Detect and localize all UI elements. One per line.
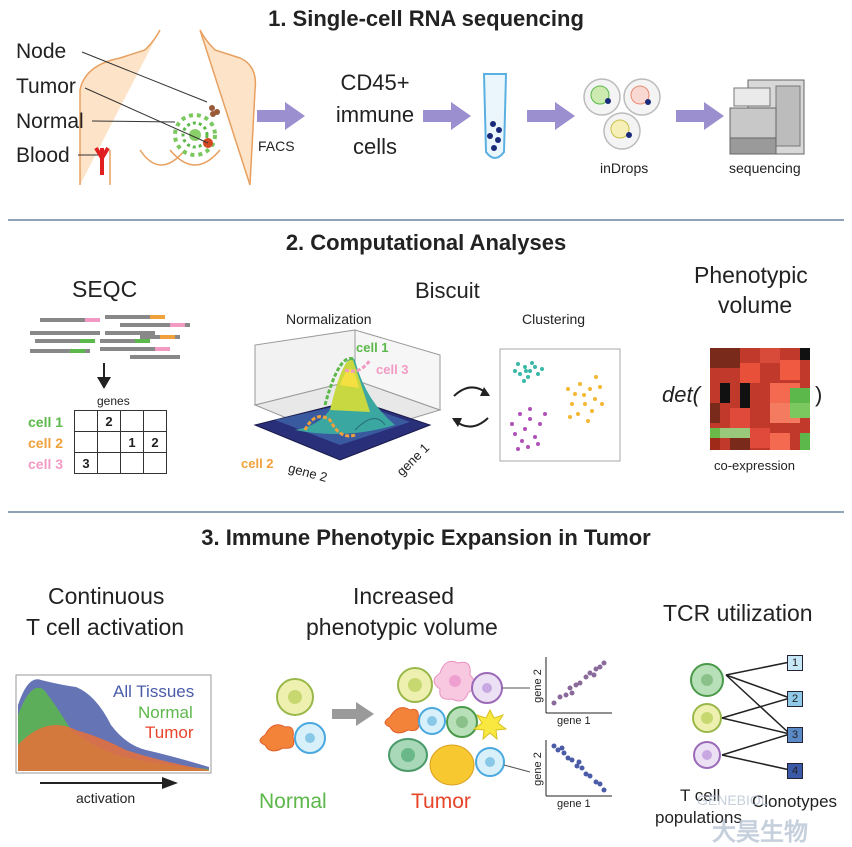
cd45-line1: CD45+ xyxy=(340,70,410,95)
label-normal: Normal xyxy=(16,110,84,133)
arrow-icon xyxy=(676,102,724,130)
det-open: det( xyxy=(662,382,700,407)
tcr-network xyxy=(690,661,791,771)
phenotypic-volume-label: phenotypic volume xyxy=(306,614,498,640)
cd45-line3: cells xyxy=(352,134,397,159)
watermark-text: GENEBIOL xyxy=(697,792,769,808)
clustering-label: Clustering xyxy=(522,311,586,327)
positive-scatter-plot xyxy=(545,657,612,714)
continuous-label: Continuous xyxy=(48,583,165,609)
cell1-label: cell 1 xyxy=(28,414,64,430)
cluster-purple xyxy=(510,407,547,451)
section1-title: 1. Single-cell RNA sequencing xyxy=(268,6,584,31)
tcr-label: TCR utilization xyxy=(663,600,813,626)
plot-cell3-label: cell 3 xyxy=(376,362,409,377)
section3-title: 3. Immune Phenotypic Expansion in Tumor xyxy=(201,525,651,550)
scatter1-xlabel: gene 1 xyxy=(557,715,591,727)
arrow-icon xyxy=(332,702,374,726)
clonotype-box-4: 4 xyxy=(787,763,803,779)
test-tube-icon xyxy=(482,73,508,159)
cd45-line2: immune xyxy=(335,102,415,127)
plot-cell2-label: cell 2 xyxy=(241,456,274,471)
cycle-arrows-icon xyxy=(452,386,490,428)
clonotype-box-3: 3 xyxy=(787,727,803,743)
watermark-chinese: 大昊生物 xyxy=(712,819,808,846)
tcell-label: T cell xyxy=(680,786,721,805)
activation-density-plot xyxy=(15,674,212,774)
down-arrow-icon xyxy=(97,363,111,389)
clonotype-box-1: 1 xyxy=(787,655,803,671)
volume-label: volume xyxy=(718,292,793,318)
clonotype-box-2: 2 xyxy=(787,691,803,707)
phenotypic-label: Phenotypic xyxy=(694,262,808,288)
read-alignment-icon xyxy=(30,315,190,359)
legend-normal: Normal xyxy=(138,703,193,722)
cell3-label: cell 3 xyxy=(28,456,64,472)
genes-label: genes xyxy=(97,394,130,408)
scatter1-ylabel: gene 2 xyxy=(531,669,544,703)
normal-cells xyxy=(259,678,326,754)
cluster-orange xyxy=(566,375,604,423)
arrow-icon xyxy=(527,102,575,130)
cell2-label: cell 2 xyxy=(28,435,64,451)
legend-all-tissues: All Tissues xyxy=(113,682,195,701)
det-close: ) xyxy=(815,382,823,407)
coexpression-heatmap xyxy=(710,348,810,450)
populations-label: populations xyxy=(655,808,742,827)
seqc-label: SEQC xyxy=(72,276,138,302)
divider xyxy=(8,219,844,221)
scatter2-ylabel: gene 2 xyxy=(531,752,544,786)
plot-cell1-label: cell 1 xyxy=(356,340,389,355)
indrops-label: inDrops xyxy=(600,160,649,176)
clustering-plot xyxy=(499,348,621,462)
facs-label: FACS xyxy=(258,138,295,154)
activation-arrow-icon xyxy=(40,777,178,789)
blood-vessel-icon xyxy=(94,146,110,175)
sequencing-label: sequencing xyxy=(729,160,801,176)
negative-scatter-plot xyxy=(545,740,612,797)
section2-title: 2. Computational Analyses xyxy=(285,230,567,255)
arrow-icon xyxy=(423,102,471,130)
tcell-activation-label: T cell activation xyxy=(26,614,185,640)
divider xyxy=(8,511,844,513)
droplets-icon xyxy=(583,78,661,150)
tumor-label: Tumor xyxy=(411,790,471,813)
normal-label: Normal xyxy=(259,790,327,813)
biscuit-label: Biscuit xyxy=(415,278,480,303)
normalization-surface xyxy=(253,329,442,461)
label-tumor: Tumor xyxy=(16,75,76,98)
cluster-teal xyxy=(513,361,544,383)
scatter2-xlabel: gene 1 xyxy=(557,798,591,810)
coexpression-label: co-expression xyxy=(714,458,795,473)
increased-label: Increased xyxy=(353,583,455,609)
body-label-lines xyxy=(78,51,209,156)
legend-tumor: Tumor xyxy=(145,723,194,742)
label-blood: Blood xyxy=(16,144,70,167)
sequencer-icon xyxy=(729,79,805,155)
tumor-cells xyxy=(384,660,508,786)
normalization-label: Normalization xyxy=(286,311,372,327)
activation-label: activation xyxy=(76,790,136,806)
label-node: Node xyxy=(16,40,67,63)
clonotypes-label: Clonotypes xyxy=(752,792,838,811)
arrow-icon xyxy=(257,102,305,130)
matrix-cell xyxy=(143,452,167,474)
